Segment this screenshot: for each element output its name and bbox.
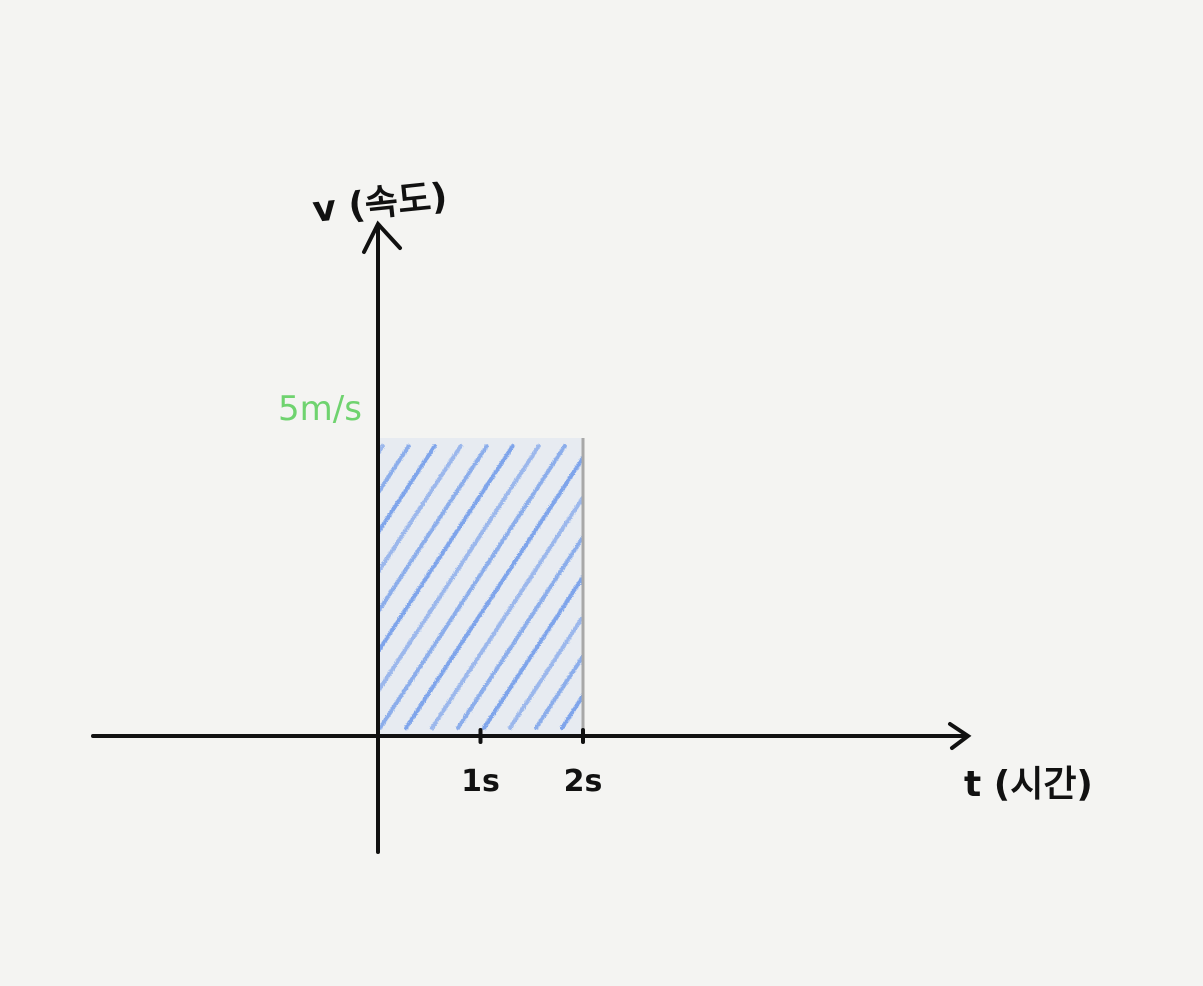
- x-tick-label: 2s: [564, 764, 603, 799]
- hatch-line: [588, 446, 773, 728]
- x-axis-arrowhead: [948, 722, 972, 750]
- axes: [91, 220, 972, 854]
- y-axis-arrowhead: [362, 220, 402, 254]
- x-ticks: 1s 2s: [461, 728, 603, 799]
- hatch-line: [404, 454, 583, 730]
- hatch-line: [534, 652, 583, 730]
- hatch-line: [430, 493, 583, 730]
- hatch-line: [508, 612, 583, 730]
- hatch-line: [378, 444, 463, 576]
- x-axis-label: t (시간): [964, 764, 1093, 805]
- hatch-line: [378, 444, 515, 656]
- shaded-area: [378, 438, 773, 736]
- y-axis-label: v (속도): [311, 176, 450, 231]
- hatch-line: [482, 573, 583, 730]
- hatch-line: [378, 444, 567, 730]
- level-label: 5m/s: [278, 389, 362, 429]
- hatch-line: [456, 533, 583, 730]
- x-tick-label: 1s: [461, 764, 500, 799]
- hatch-line: [560, 692, 583, 730]
- hatch-line: [378, 444, 437, 537]
- hatch-lines: [378, 444, 773, 730]
- hatch-line: [378, 444, 489, 616]
- hatch-line: [378, 444, 385, 457]
- hatch-line: [378, 444, 541, 696]
